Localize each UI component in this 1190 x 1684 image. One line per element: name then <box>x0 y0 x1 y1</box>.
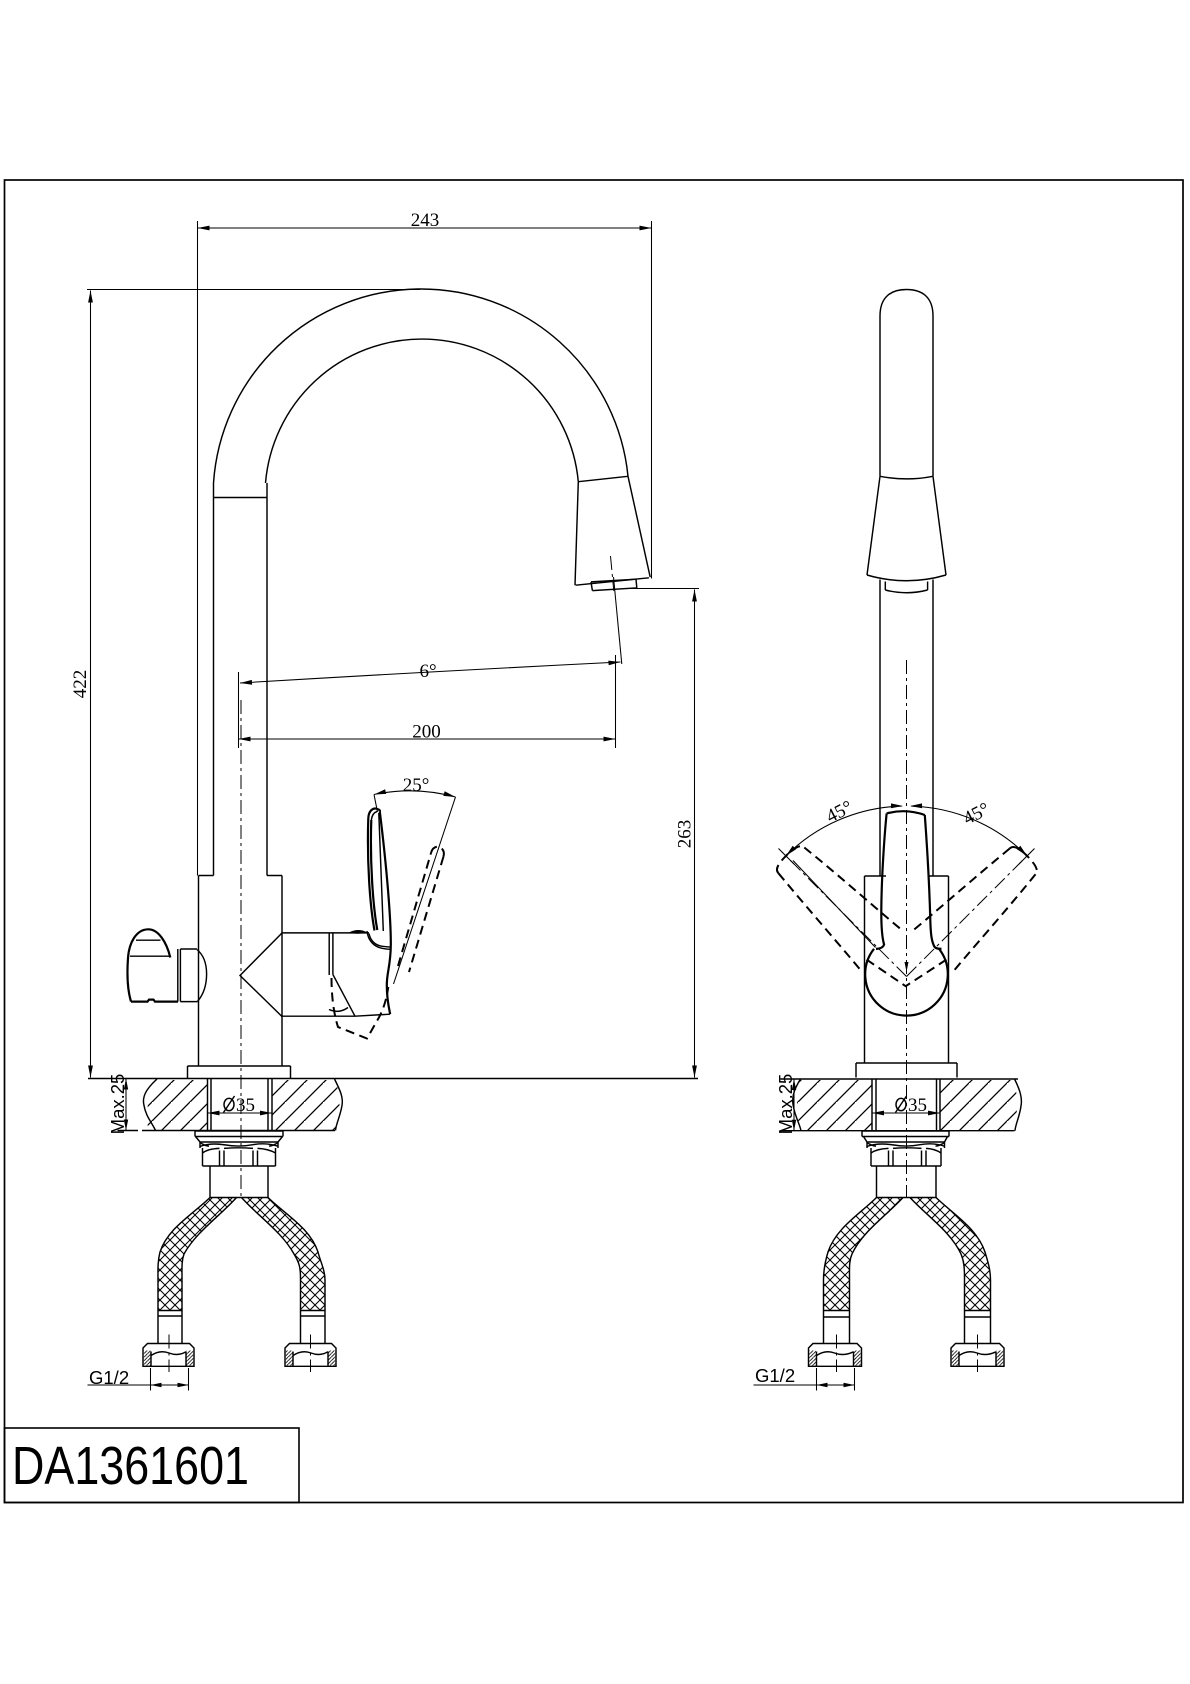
svg-text:G1/2: G1/2 <box>89 1367 129 1388</box>
svg-text:25°: 25° <box>403 775 430 796</box>
svg-text:DA1361601: DA1361601 <box>12 1436 249 1496</box>
svg-text:35: 35 <box>908 1095 927 1116</box>
svg-text:422: 422 <box>70 670 91 699</box>
svg-text:Max.25: Max.25 <box>775 1074 796 1135</box>
svg-text:200: 200 <box>412 722 441 743</box>
svg-text:6°: 6° <box>419 661 436 682</box>
svg-text:G1/2: G1/2 <box>755 1365 795 1386</box>
svg-text:35: 35 <box>236 1095 255 1116</box>
svg-text:Max.25: Max.25 <box>107 1074 128 1135</box>
svg-text:243: 243 <box>411 210 440 231</box>
svg-text:263: 263 <box>675 820 696 849</box>
